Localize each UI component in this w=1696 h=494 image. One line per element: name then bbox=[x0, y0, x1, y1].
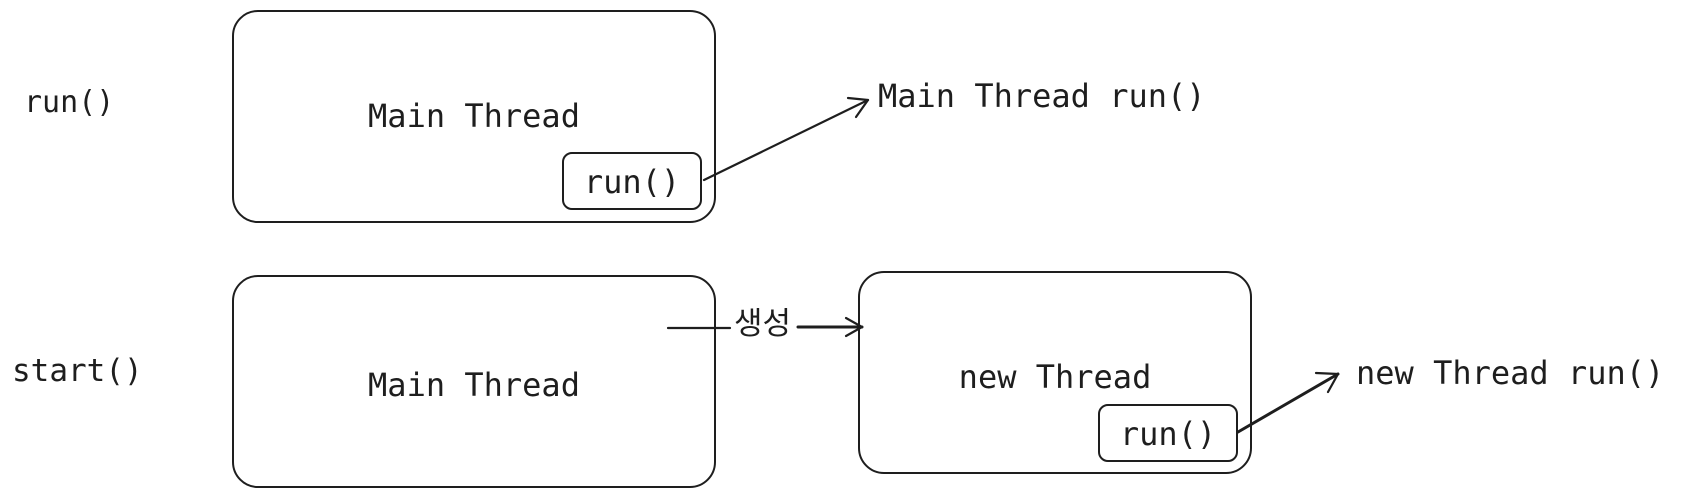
row2-run-box: run() bbox=[1098, 404, 1238, 462]
row1-run-box: run() bbox=[562, 152, 702, 210]
row2-main-thread-label: Main Thread bbox=[368, 366, 580, 404]
row2-new-thread-label: new Thread bbox=[958, 358, 1152, 396]
row2-main-thread-box: Main Thread bbox=[232, 275, 716, 488]
row1-arrow bbox=[702, 96, 870, 182]
row1-run-label: run() bbox=[583, 163, 681, 201]
row2-run-label: run() bbox=[1119, 415, 1217, 453]
row2-method-label: start() bbox=[12, 353, 143, 389]
row1-main-thread-label: Main Thread bbox=[368, 97, 580, 135]
row2-connector-label: 생성 bbox=[734, 306, 792, 342]
row1-method-label: run() bbox=[24, 85, 115, 120]
row2-create-arrow bbox=[666, 316, 864, 338]
row1-main-thread-box: Main Thread bbox=[232, 10, 716, 223]
row1-result-text: Main Thread run() bbox=[878, 77, 1206, 115]
row2-new-thread-box: new Thread bbox=[858, 271, 1252, 474]
row2-arrow bbox=[1236, 371, 1340, 434]
row2-result-text: new Thread run() bbox=[1356, 354, 1665, 392]
